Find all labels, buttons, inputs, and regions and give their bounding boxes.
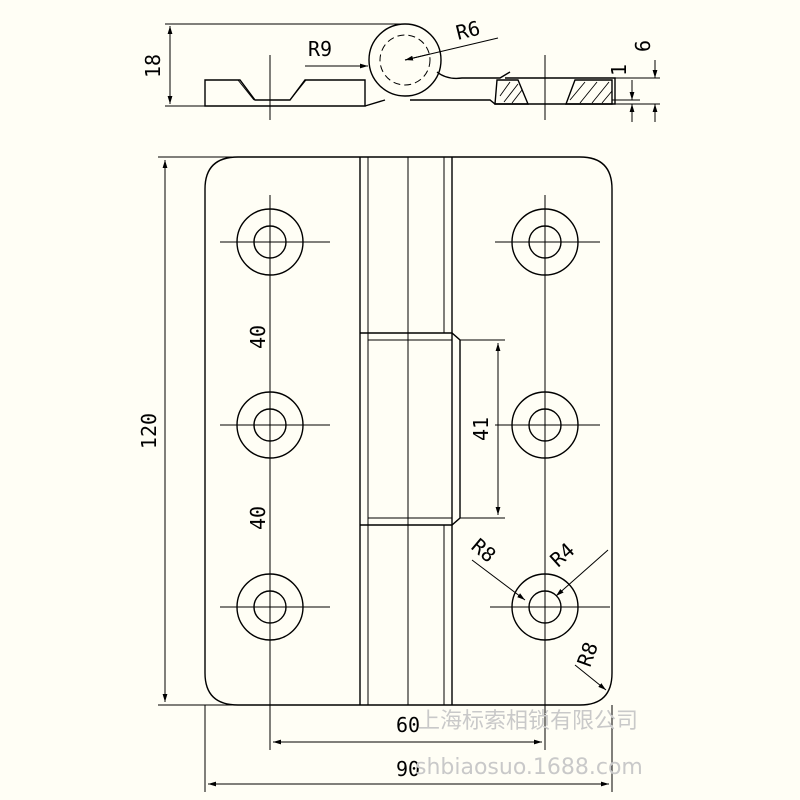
dim-width: 90 (396, 757, 420, 781)
hatch-section-right (564, 79, 613, 105)
dim-hole-span: 60 (396, 713, 420, 737)
dim-thickness-top: 6 (631, 40, 655, 52)
dim-hole-pitch-2: 40 (246, 506, 270, 530)
dim-knuckle-length: 41 (469, 417, 493, 441)
dim-hole-radius: R4 (545, 538, 579, 572)
dim-corner-radius: R8 (572, 639, 603, 670)
mounting-holes (220, 195, 610, 750)
hole-left-bottom (220, 573, 330, 641)
watermark-company: 上海标索相锁有限公司 (418, 709, 638, 734)
watermark-site: shbiaosuo.1688.com (415, 755, 643, 780)
side-view: 18 R9 R6 6 1 (141, 16, 660, 122)
hole-right-top (495, 208, 600, 276)
front-view (204, 156, 613, 706)
dim-thickness-total: 18 (141, 54, 165, 78)
dim-pin-radius-inner: R6 (453, 16, 482, 45)
dim-counterbore-radius: R8 (467, 533, 501, 567)
front-dimensions: 120 40 40 41 R8 R4 R8 60 90 (137, 156, 613, 792)
dim-gap: 1 (607, 64, 631, 76)
hole-left-middle (220, 391, 330, 459)
dim-hole-pitch-1: 40 (246, 325, 270, 349)
hatch-section-left (494, 79, 530, 105)
dim-height: 120 (137, 413, 161, 449)
dim-pin-radius-outer: R9 (308, 37, 332, 61)
hole-right-middle (495, 391, 600, 459)
hole-left-top (220, 208, 330, 276)
hole-right-bottom (490, 573, 610, 641)
